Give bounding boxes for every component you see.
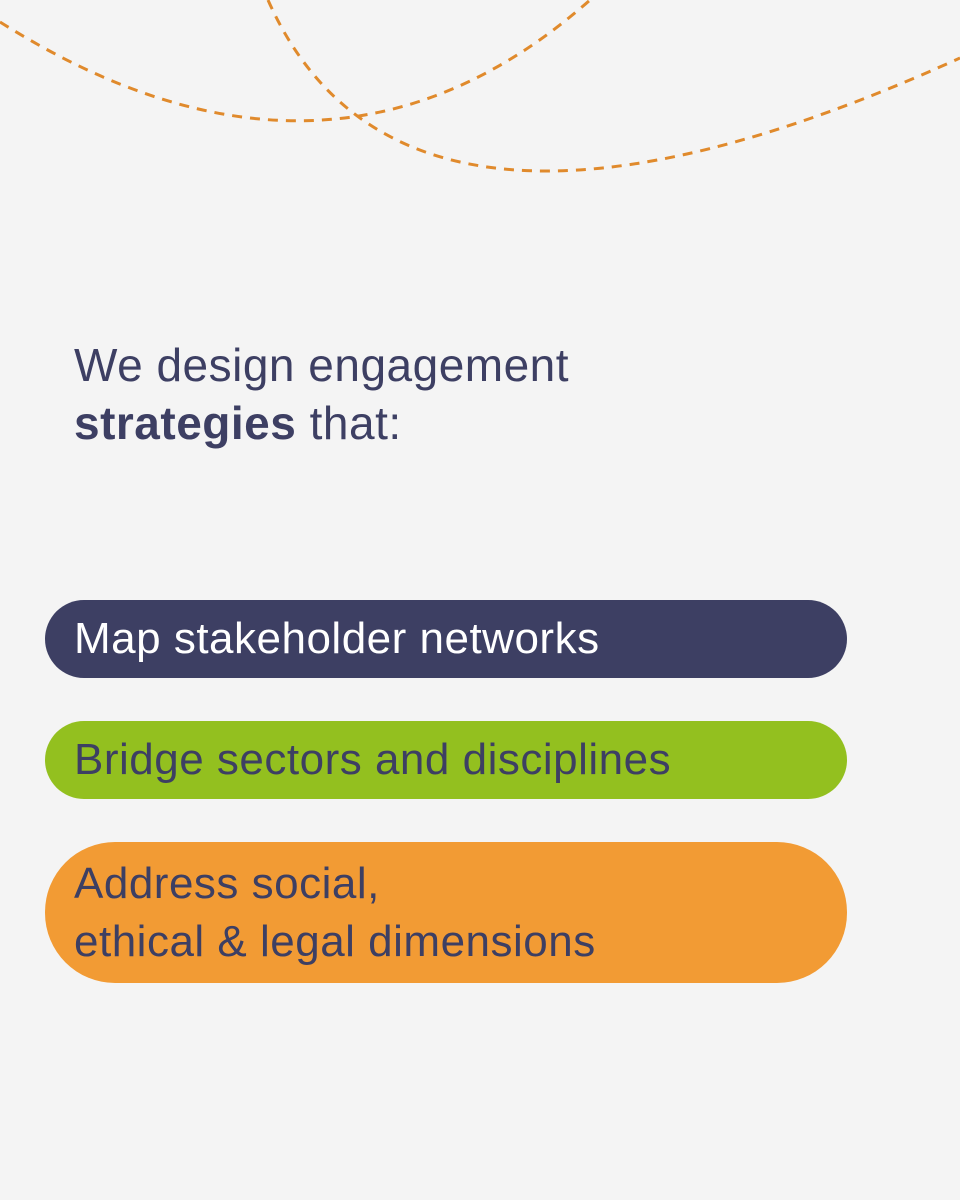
strategy-pill-stakeholder-networks: Map stakeholder networks — [45, 600, 847, 678]
intro-heading: We design engagement strategies that: — [74, 336, 569, 452]
heading-line1: We design engagement — [74, 339, 570, 391]
dashed-arc-decoration — [0, 0, 960, 173]
strategy-label: Map stakeholder networks — [74, 614, 600, 663]
dashed-arc-left — [0, 0, 591, 123]
dashed-arc-right — [266, 0, 960, 173]
strategy-pill-address-dimensions: Address social, ethical & legal dimensio… — [45, 842, 847, 983]
strategy-pill-bridge-sectors: Bridge sectors and disciplines — [45, 721, 847, 799]
strategy-label-line2: ethical & legal dimensions — [74, 916, 596, 966]
strategy-label-line1: Address social, — [74, 858, 380, 908]
heading-rest: that: — [296, 397, 402, 449]
strategy-label: Bridge sectors and disciplines — [74, 735, 672, 784]
heading-bold-word: strategies — [74, 397, 297, 449]
